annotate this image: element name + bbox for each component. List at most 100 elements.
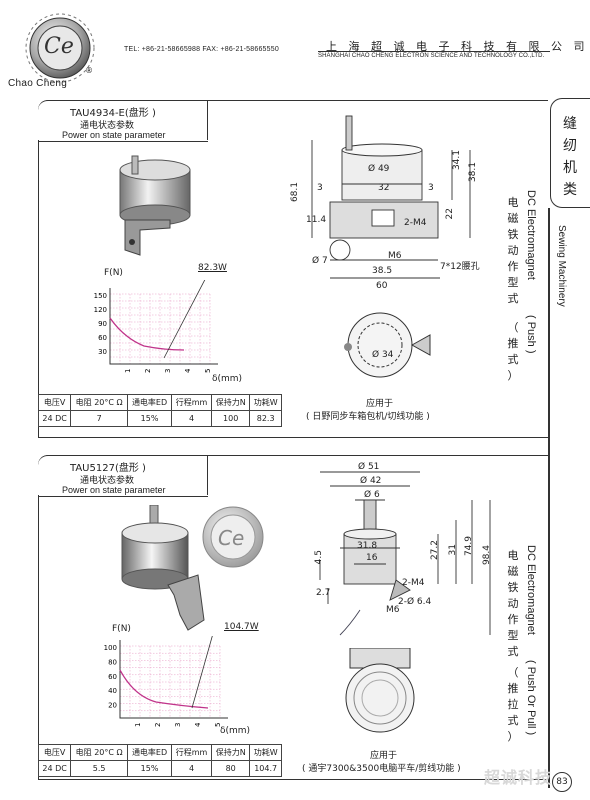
state-title-en-2: Power on state parameter bbox=[62, 485, 166, 495]
usage-label-1: 应用于 bbox=[366, 399, 394, 409]
panel2-divider bbox=[38, 496, 208, 497]
table-row: 24 DC 5.5 15% 4 80 104.7 bbox=[37, 760, 282, 777]
dim-d49: Ø 49 bbox=[368, 164, 390, 174]
x-tick-label: 3 bbox=[164, 369, 172, 373]
chart2-xlabel: δ(mm) bbox=[220, 726, 251, 736]
category-label-cn: 缝 纫 机 类 bbox=[563, 116, 577, 198]
company-name-cn: 上 海 超 诚 电 子 科 技 有 限 公 司 bbox=[326, 40, 589, 53]
x-tick-label: 3 bbox=[174, 723, 182, 727]
chart1-power-label: 82.3W bbox=[198, 263, 227, 273]
action-en-2: ( Push Or Pull ) bbox=[525, 660, 537, 736]
dim-3b: 3 bbox=[428, 183, 434, 193]
dim-31: 31 bbox=[448, 544, 458, 556]
force-curve bbox=[109, 317, 185, 351]
model-name-2: TAU5127(盘形 ) bbox=[70, 463, 146, 474]
dim-slot: 7*12腰孔 bbox=[440, 262, 480, 272]
x-tick-label: 2 bbox=[154, 723, 162, 727]
dim-34: 34.1 bbox=[452, 150, 462, 171]
dim-3a: 3 bbox=[317, 183, 323, 193]
x-tick-label: 2 bbox=[144, 369, 152, 373]
y-tick-label: 100 bbox=[104, 644, 117, 652]
page-number: 83 bbox=[552, 772, 572, 792]
force-curve bbox=[119, 669, 209, 709]
spec-table-2: 电压V 电阻 20°C Ω 通电率ED 行程mm 保持力N 功耗W 24 DC … bbox=[37, 744, 282, 777]
type-en-2: DC Electromagnet bbox=[525, 545, 537, 635]
dim-45: 4.5 bbox=[314, 550, 324, 565]
company-name-en: SHANGHAI CHAO CHENG ELECTRON SCIENCE AND… bbox=[318, 53, 545, 59]
category-label-en: Sewing Machinery bbox=[556, 225, 567, 307]
product-image-1 bbox=[119, 155, 191, 256]
bottom-view-2 bbox=[345, 648, 415, 733]
x-tick-label: 4 bbox=[194, 722, 202, 727]
header-divider bbox=[318, 51, 550, 52]
dim-749: 74.9 bbox=[464, 536, 474, 557]
bottom-view-1 bbox=[344, 312, 431, 378]
dim-11: 11.4 bbox=[306, 215, 327, 225]
svg-text:Ce: Ce bbox=[218, 526, 244, 550]
dim-m4: 2-M4 bbox=[404, 218, 427, 228]
action-en-1: ( Push ) bbox=[525, 315, 537, 354]
state-title-en-1: Power on state parameter bbox=[62, 130, 166, 140]
dim-22: 22 bbox=[445, 208, 455, 220]
y-tick-label: 60 bbox=[98, 334, 107, 342]
dim-32: 32 bbox=[378, 183, 390, 193]
y-tick-label: 150 bbox=[94, 292, 107, 300]
product-image-2: Ce bbox=[121, 505, 264, 631]
model-title-box-1 bbox=[38, 100, 208, 140]
table-header-row: 电压V 电阻 20°C Ω 通电率ED 行程mm 保持力N 功耗W bbox=[37, 394, 282, 411]
dim-m6b: M6 bbox=[386, 605, 400, 615]
dim-m6: M6 bbox=[388, 251, 402, 261]
y-tick-label: 120 bbox=[94, 306, 107, 314]
product-panel-1 bbox=[38, 100, 548, 438]
action-cn-1: （推 式） bbox=[507, 321, 519, 382]
model-title-box-2 bbox=[38, 455, 208, 495]
logo-mark: Ce bbox=[44, 34, 74, 59]
y-tick-label: 30 bbox=[98, 348, 107, 356]
usage-label-2: 应用于 bbox=[370, 751, 398, 761]
dim-m4b: 2-M4 bbox=[402, 578, 425, 588]
table-header-row: 电压V 电阻 20°C Ω 通电率ED 行程mm 保持力N 功耗W bbox=[37, 744, 282, 761]
type-cn-2: 电磁 铁动 作型 式 bbox=[507, 549, 519, 658]
chart2-power-label: 104.7W bbox=[224, 622, 259, 632]
state-title-cn-2: 通电状态参数 bbox=[80, 476, 135, 486]
dim-d64: 2-Ø 6.4 bbox=[398, 597, 432, 607]
chart2-ylabel: F(N) bbox=[112, 624, 131, 634]
dim-d42: Ø 42 bbox=[360, 476, 382, 486]
x-tick-label: 5 bbox=[214, 723, 222, 727]
y-tick-label: 60 bbox=[108, 673, 117, 681]
dim-68: 68.1 bbox=[290, 182, 300, 203]
action-cn-2: （推 拉式 ） bbox=[507, 666, 519, 743]
dim-d51: Ø 51 bbox=[358, 462, 380, 472]
side-divider bbox=[548, 208, 550, 788]
company-logo: Ce bbox=[22, 10, 100, 94]
state-title-cn-1: 通电状态参数 bbox=[80, 121, 135, 131]
chart-axes bbox=[119, 640, 228, 719]
panel1-divider bbox=[38, 141, 208, 142]
footer-brand: 超诚科技 bbox=[484, 768, 553, 787]
dimension-drawing-1 bbox=[311, 115, 471, 279]
y-tick-label: 20 bbox=[108, 702, 117, 710]
table-row: 24 DC 7 15% 4 100 82.3 bbox=[37, 410, 282, 427]
y-tick-label: 80 bbox=[108, 658, 117, 666]
category-tab: 缝 纫 机 类 bbox=[550, 98, 590, 208]
dim-272: 27.2 bbox=[430, 540, 440, 561]
dimension-drawing-2 bbox=[319, 471, 491, 636]
chart-axes bbox=[109, 288, 218, 365]
model-name-1: TAU4934-E(盘形 ) bbox=[70, 108, 156, 119]
registered-mark: ® bbox=[85, 66, 93, 75]
usage-1: ( 日野同步车箱包机/切线功能 ) bbox=[306, 412, 430, 422]
dim-27: 2.7 bbox=[316, 588, 331, 598]
x-tick-label: 4 bbox=[184, 368, 192, 373]
y-tick-label: 40 bbox=[108, 687, 117, 695]
type-cn-1: 电磁 铁动 作型 式 bbox=[507, 196, 519, 305]
dim-385: 38.5 bbox=[372, 266, 393, 276]
dim-318: 31.8 bbox=[357, 541, 378, 551]
dim-38: 38.1 bbox=[468, 162, 478, 183]
chart1-xlabel: δ(mm) bbox=[212, 374, 243, 384]
product-panel-2 bbox=[38, 455, 548, 780]
contact-info: TEL: +86-21-58665988 FAX: +86-21-5866555… bbox=[124, 46, 279, 53]
x-tick-label: 1 bbox=[124, 369, 132, 373]
spec-table-1: 电压V 电阻 20°C Ω 通电率ED 行程mm 保持力N 功耗W 24 DC … bbox=[37, 394, 282, 427]
